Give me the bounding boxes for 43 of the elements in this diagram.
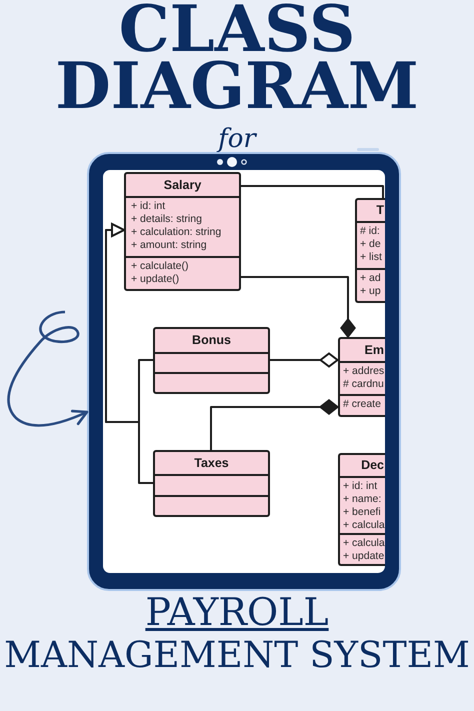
method-label: + update() bbox=[131, 273, 180, 286]
method-label: + calculate() bbox=[131, 260, 188, 273]
attribute-label: # cardnu bbox=[343, 378, 384, 391]
class-name: Salary bbox=[164, 178, 202, 192]
attribute-label: + calcula bbox=[343, 519, 385, 532]
class-box bbox=[153, 327, 270, 394]
attribute-label: + name: bbox=[343, 493, 382, 506]
class-box bbox=[355, 198, 385, 303]
class-name: Em bbox=[364, 342, 384, 358]
class-box bbox=[124, 172, 241, 291]
method-label: + ad bbox=[360, 272, 381, 285]
attribute-label: + id: int bbox=[343, 480, 378, 493]
class-box bbox=[338, 337, 385, 417]
attribute-label: + details: string bbox=[131, 213, 202, 226]
method-label: + update bbox=[343, 550, 384, 563]
connecting-word: for bbox=[218, 126, 256, 152]
subtitle-text: MANAGEMENT SYSTEM bbox=[4, 636, 470, 676]
association-line bbox=[241, 185, 384, 198]
method-label: + calcula bbox=[343, 537, 385, 550]
attribute-label: + addres bbox=[343, 365, 384, 378]
attribute-label: + de bbox=[360, 238, 381, 251]
subtitle-text: PAYROLL bbox=[145, 590, 329, 634]
composition-line bbox=[241, 276, 356, 338]
attribute-label: + amount: string bbox=[131, 239, 207, 252]
class-name: Taxes bbox=[194, 456, 229, 470]
generalization-arrow bbox=[105, 223, 153, 484]
class-name: T bbox=[376, 203, 384, 218]
method-label: # create bbox=[343, 398, 381, 411]
attribute-label: + list bbox=[360, 251, 382, 264]
attribute-label: + id: int bbox=[131, 200, 166, 213]
class-name: Dec bbox=[361, 458, 384, 473]
aggregation-line bbox=[270, 352, 338, 368]
class-box bbox=[153, 450, 270, 517]
composition-line bbox=[210, 399, 339, 450]
attribute-label: + benefi bbox=[343, 506, 381, 519]
curved-arrow bbox=[7, 310, 88, 427]
method-label: + up bbox=[360, 285, 381, 298]
class-name: Bonus bbox=[192, 333, 231, 348]
attribute-label: # id: bbox=[360, 225, 380, 238]
attribute-label: + calculation: string bbox=[131, 226, 222, 239]
class-box bbox=[338, 453, 385, 566]
method-compartment bbox=[340, 533, 385, 564]
diagram-title: CLASS DIAGRAM bbox=[54, 1, 420, 115]
